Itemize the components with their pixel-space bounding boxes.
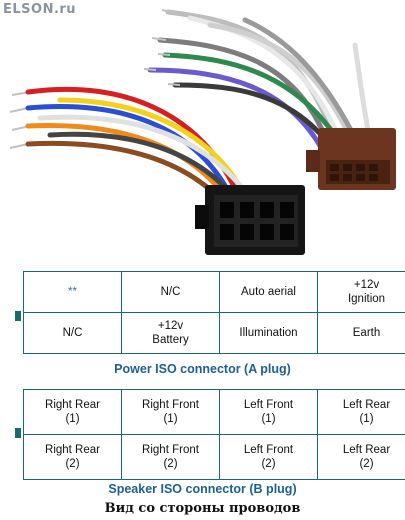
connector-a-icon — [195, 185, 305, 255]
pin-cell: Earth — [317, 312, 405, 354]
pin-cell: Left Rear (2) — [317, 434, 405, 480]
pin-cell: +12v Ignition — [317, 271, 405, 313]
pin-key-marker-b — [15, 428, 21, 438]
table-row: ** N/C Auto aerial +12v Ignition — [23, 271, 405, 313]
power-caption: Power ISO connector (A plug) — [114, 362, 291, 376]
connector-b-icon — [306, 128, 396, 190]
pin-cell: ** — [23, 271, 122, 313]
pin-cell: Right Rear (1) — [23, 389, 122, 435]
pin-cell: Illumination — [219, 312, 318, 354]
pin-cell: +12v Battery — [121, 312, 220, 354]
pin-cell: N/C — [23, 312, 122, 354]
harness-photo — [9, 9, 396, 255]
pin-cell: Left Front (1) — [219, 389, 318, 435]
speaker-caption: Speaker ISO connector (B plug) — [108, 482, 297, 496]
pin-cell: Right Rear (2) — [23, 434, 122, 480]
pin-cell: N/C — [121, 271, 220, 313]
pin-cell: Left Rear (1) — [317, 389, 405, 435]
pin-cell: Left Front (2) — [219, 434, 318, 480]
speaker-pinout-table: Right Rear (1) Right Front (1) Left Fron… — [23, 389, 405, 480]
pin-cell: Right Front (2) — [121, 434, 220, 480]
table-row: N/C +12v Battery Illumination Earth — [23, 312, 405, 354]
pin-cell: Right Front (1) — [121, 389, 220, 435]
pin-cell: Auto aerial — [219, 271, 318, 313]
table-row: Right Rear (2) Right Front (2) Left Fron… — [23, 434, 405, 480]
footer-caption: Вид со стороны проводов — [104, 501, 301, 516]
power-pinout-table: ** N/C Auto aerial +12v Ignition N/C +12… — [23, 271, 405, 354]
watermark-text: ELSON.ru — [3, 2, 77, 17]
pin-key-marker-a — [15, 311, 21, 321]
table-row: Right Rear (1) Right Front (1) Left Fron… — [23, 389, 405, 435]
wire-bundle-b — [147, 9, 378, 168]
wire-tips — [9, 9, 181, 149]
